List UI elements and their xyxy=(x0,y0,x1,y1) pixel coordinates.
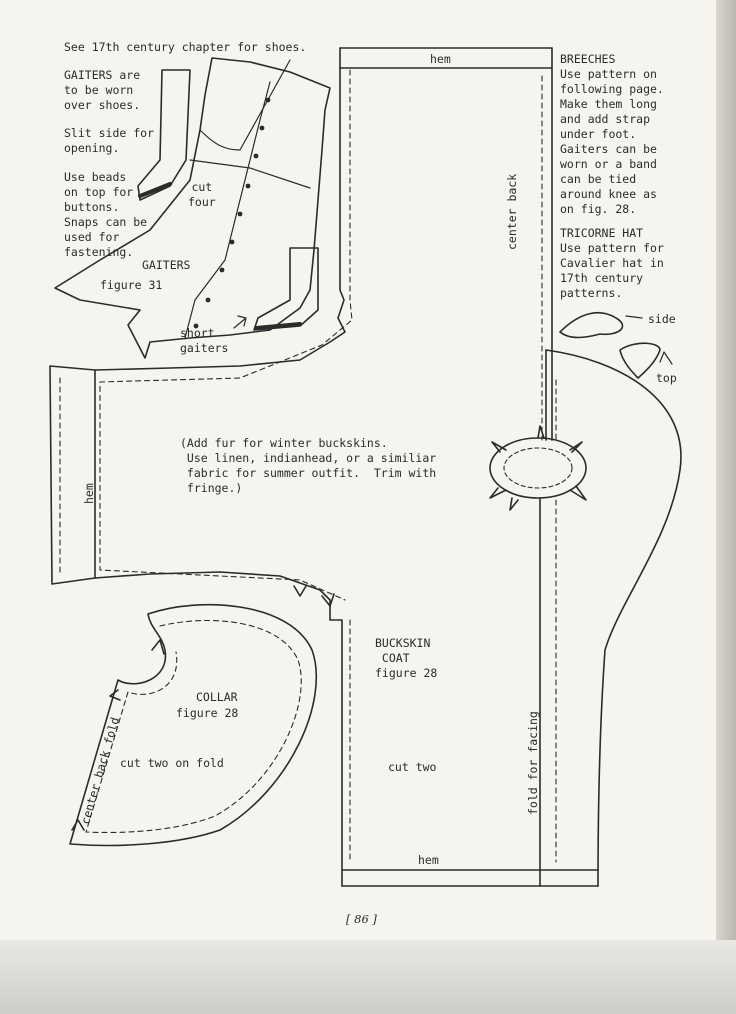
collar-fold-arrow-top xyxy=(109,689,121,701)
note-tricorne: TRICORNE HAT Use pattern for Cavalier ha… xyxy=(560,226,664,300)
hat-top-arrow xyxy=(659,351,673,365)
short-gaiters-label: short gaiters xyxy=(180,326,229,355)
note-gaiters-worn: GAITERS are to be worn over shoes. xyxy=(64,68,141,112)
facing-outer-edge xyxy=(545,349,682,887)
gaiters-title: GAITERS xyxy=(142,258,191,272)
collar-fold-arrow-bottom xyxy=(71,819,85,831)
note-slit: Slit side for opening. xyxy=(64,126,155,155)
coat-pattern-piece xyxy=(49,47,682,887)
neck-notches xyxy=(489,425,587,511)
gaiters-cut: cut four xyxy=(188,180,216,209)
underarm-notch-2 xyxy=(321,593,335,607)
note-fur: (Add fur for winter buckskins. Use linen… xyxy=(180,436,437,495)
coat-cut: cut two xyxy=(388,760,437,774)
note-breeches: BREECHES Use pattern on following page. … xyxy=(560,52,664,216)
coat-title: BUCKSKIN COAT xyxy=(375,636,431,665)
coat-hem-top-label: hem xyxy=(430,52,451,66)
center-back-label: center back xyxy=(505,173,519,250)
hat-side-sketch xyxy=(559,311,624,339)
page-number: [ 86 ] xyxy=(346,912,377,926)
collar-cut: cut two on fold xyxy=(120,756,224,770)
collar-outline xyxy=(69,603,317,847)
coat-seam-allowance xyxy=(99,69,353,601)
hat-side-label: side xyxy=(648,312,676,326)
coat-figure: figure 28 xyxy=(375,666,438,680)
collar-figure: figure 28 xyxy=(176,706,239,720)
gaiter-outline xyxy=(54,57,331,359)
hat-top-label: top xyxy=(656,371,677,385)
book-spine-shadow xyxy=(716,0,736,1014)
sleeve-hem-label: hem xyxy=(82,483,96,504)
coat-sleeve-outline xyxy=(49,365,96,585)
gaiter-button-marks xyxy=(193,97,271,329)
collar-title: COLLAR xyxy=(196,690,238,704)
tricorne-hat-sketches xyxy=(559,311,673,379)
gaiter-seam-mid xyxy=(189,159,311,189)
page-bottom-shadow xyxy=(0,940,736,1014)
short-gaiter-arrow xyxy=(233,315,247,329)
note-beads: Use beads on top for buttons. Snaps can … xyxy=(64,170,148,259)
note-shoes: See 17th century chapter for shoes. xyxy=(64,40,307,54)
gaiter-sketch-shoe xyxy=(138,182,172,198)
gaiter-sketch xyxy=(137,69,191,201)
hat-side-arrow xyxy=(625,315,643,319)
fold-for-facing-label: fold for facing xyxy=(526,711,540,815)
coat-shoulder-outline xyxy=(94,47,346,371)
gaiters-figure: figure 31 xyxy=(100,278,163,292)
hat-top-sketch xyxy=(619,342,661,379)
collar-pattern-piece xyxy=(69,603,317,847)
underarm-notch-1 xyxy=(293,585,307,597)
neck-seam-line xyxy=(503,447,573,489)
gaiter-seam-top xyxy=(199,59,291,151)
collar-seam-allowance xyxy=(85,619,302,834)
coat-hem-bottom-label: hem xyxy=(418,853,439,867)
gaiter-button-line xyxy=(184,81,271,339)
collar-notch xyxy=(151,639,165,655)
short-gaiter-sketch-shoe xyxy=(254,322,302,330)
gaiter-pattern-piece xyxy=(54,57,331,359)
